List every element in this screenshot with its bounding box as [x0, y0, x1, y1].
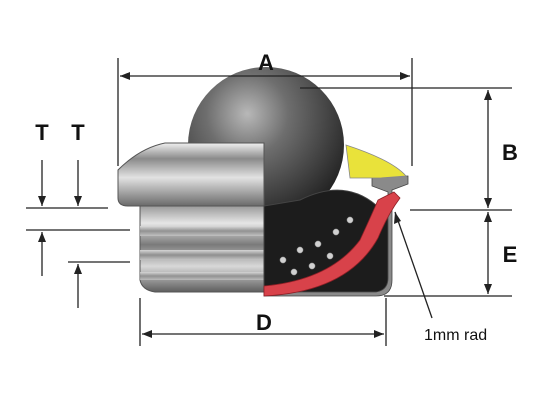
radius-callout: 1mm rad [394, 211, 487, 344]
label-d: D [256, 310, 272, 335]
dimension-t: T T [26, 120, 130, 308]
label-e: E [503, 242, 518, 267]
body-groove [140, 226, 264, 236]
label-a: A [258, 50, 274, 75]
support-balls [279, 216, 354, 276]
label-b: B [502, 140, 518, 165]
dimension-d: D [139, 298, 387, 346]
radius-note: 1mm rad [424, 327, 487, 344]
dimension-b: B [300, 87, 518, 211]
dimension-e: E [384, 212, 518, 297]
body-groove [140, 250, 264, 260]
yellow-seal [345, 144, 407, 179]
label-t-right: T [71, 120, 85, 145]
dimension-a: A [117, 50, 413, 166]
red-race [263, 191, 401, 297]
housing-cap [117, 142, 265, 207]
body-groove [140, 272, 264, 280]
label-t-left: T [35, 120, 49, 145]
